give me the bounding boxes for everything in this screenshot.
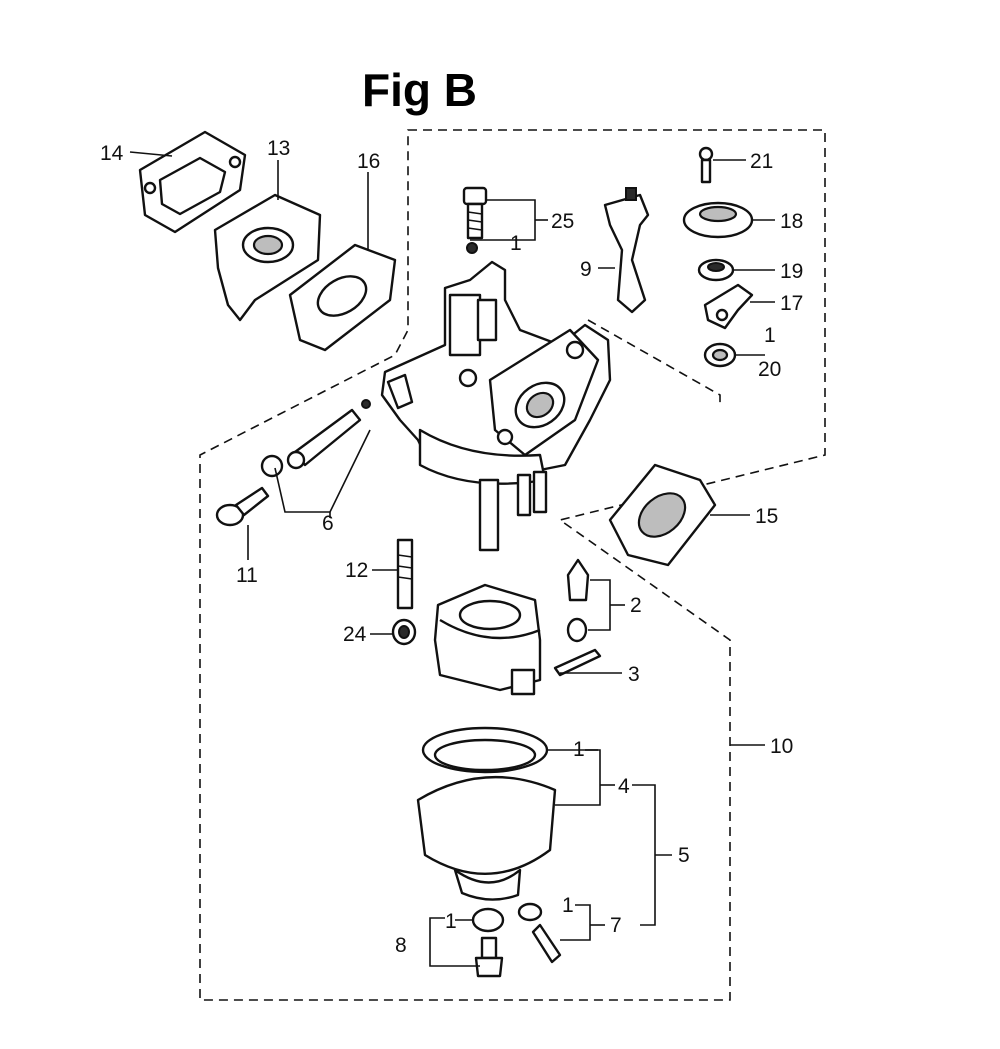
callout-3: 3 bbox=[628, 663, 640, 686]
insulator-part-13 bbox=[213, 193, 322, 322]
callout-20: 20 bbox=[758, 358, 781, 381]
callout-13: 13 bbox=[267, 137, 290, 160]
assembly-boundary bbox=[199, 129, 826, 1001]
part-19 bbox=[697, 258, 735, 282]
callout-17: 17 bbox=[780, 292, 803, 315]
callout-7: 7 bbox=[610, 914, 622, 937]
part-20 bbox=[703, 342, 737, 368]
callout-21: 21 bbox=[750, 150, 773, 173]
callout-19: 19 bbox=[780, 260, 803, 283]
callout-8: 8 bbox=[395, 934, 407, 957]
callout-6: 6 bbox=[322, 512, 334, 535]
screw-part-25 bbox=[462, 186, 488, 254]
callout-2: 2 bbox=[630, 594, 642, 617]
bolt-part-8 bbox=[471, 907, 505, 978]
callout-1-b: 1 bbox=[764, 324, 776, 347]
callout-1-a: 1 bbox=[510, 232, 522, 255]
callout-14: 14 bbox=[100, 142, 124, 165]
screw-part-11 bbox=[215, 486, 270, 527]
callout-12: 12 bbox=[345, 559, 368, 582]
callout-10: 10 bbox=[770, 735, 793, 758]
callout-labels: 14 13 16 25 1 9 21 18 19 17 1 20 15 11 6… bbox=[100, 137, 803, 957]
gasket-part-16 bbox=[288, 243, 397, 352]
callout-1-c: 1 bbox=[573, 738, 585, 761]
callout-15: 15 bbox=[755, 505, 778, 528]
drain-screw-part-7 bbox=[517, 902, 562, 964]
part-24 bbox=[391, 618, 417, 646]
jet-part-12 bbox=[396, 538, 414, 610]
needle-part-2 bbox=[566, 558, 590, 643]
callout-18: 18 bbox=[780, 210, 803, 233]
holder-part-17 bbox=[703, 283, 754, 330]
washer-part-18 bbox=[682, 201, 754, 239]
callout-1-d: 1 bbox=[445, 910, 457, 933]
callout-11: 11 bbox=[236, 564, 258, 587]
figure-title: Fig B bbox=[362, 64, 477, 116]
carburetor-body bbox=[380, 260, 612, 552]
callout-4: 4 bbox=[618, 775, 630, 798]
callout-1-e: 1 bbox=[562, 894, 574, 917]
float-assembly bbox=[433, 583, 542, 696]
callout-24: 24 bbox=[343, 623, 367, 646]
pin-part-3 bbox=[553, 648, 602, 677]
gasket-part-14 bbox=[138, 130, 247, 234]
leader-lines bbox=[129, 151, 775, 967]
screw-part-6 bbox=[260, 399, 371, 478]
callout-5: 5 bbox=[678, 844, 690, 867]
callout-25: 25 bbox=[551, 210, 574, 233]
callout-9: 9 bbox=[580, 258, 592, 281]
callout-16: 16 bbox=[357, 150, 380, 173]
insulator-part-15 bbox=[608, 463, 717, 567]
lever-part-9 bbox=[603, 187, 650, 314]
float-chamber-part-5 bbox=[416, 726, 557, 901]
screw-part-21 bbox=[698, 146, 714, 184]
